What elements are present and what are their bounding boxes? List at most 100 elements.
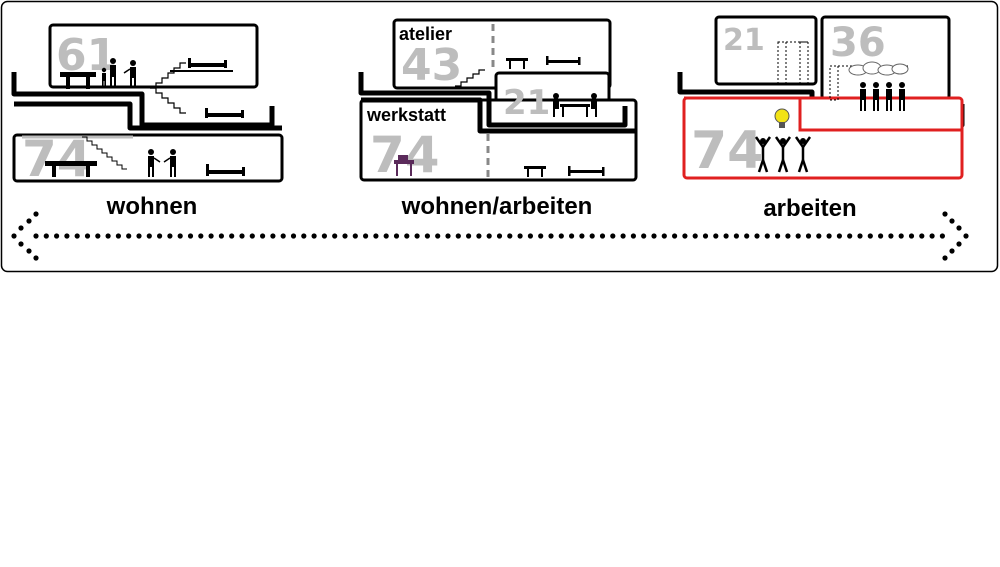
scaffold-icon [777,41,810,86]
arrow-dot [187,233,194,239]
arrow-dot [455,233,461,239]
table-icon [45,161,97,177]
section-wohnen-arbeiten: atelier 43 21 werkstatt 74 [358,18,638,220]
arrow-dot [383,233,389,239]
arbeiten-highlight-unit [682,96,964,180]
arrow-dot [239,233,245,239]
caption-arbeiten: arbeiten [763,195,856,222]
arrow-dot [64,233,70,239]
arrow-dot [157,233,163,239]
arrow-dot [486,233,492,239]
arrow-dot [682,233,688,239]
stair-icon [150,87,186,114]
arrow-dot [569,233,575,239]
arrow-dot [949,248,955,254]
arrow-dot [956,225,962,231]
caption-wohnen: wohnen [106,193,198,220]
bed-icon [568,166,605,176]
arrow-dot [301,233,307,239]
arrow-dot [878,233,884,239]
arrow-dot [321,233,327,239]
arrow-dot [764,233,770,239]
arrow-dot [115,233,121,239]
arrow-dot [672,233,678,239]
person-icon [110,58,116,86]
workbench-icon [394,155,414,176]
arrow-dot [74,233,80,239]
arrow-dot [963,233,969,239]
arbeiten-inner-slab [684,96,962,132]
table-icon [560,104,590,117]
arrow-dot [290,233,297,239]
arrow-dot [599,233,606,239]
arrow-dot [414,233,420,239]
arrow-dot [517,233,523,239]
arrow-dot [754,233,760,239]
arrow-dot [733,233,740,239]
arrow-dot [641,233,647,239]
arbeiten-upper-right-number: 36 [830,20,886,66]
arrow-dot [363,233,369,239]
arrow-dot [95,233,101,239]
person-icon [148,149,161,177]
arrow-dot [26,218,32,224]
person-icon [553,93,559,117]
arrow-dot [373,233,379,239]
section-arbeiten: 21 36 74 [677,15,965,222]
werkstatt-label: werkstatt [366,105,446,125]
arrow-dot [84,233,91,239]
arrow-dot [692,233,698,239]
arrow-dot [579,233,585,239]
arbeiten-lower-number: 74 [691,121,763,181]
arrow-dot [466,233,472,239]
person-icon [163,149,176,177]
arbeiten-upper-left-number: 21 [723,23,765,58]
bed-icon [188,58,227,68]
arrow-dot [939,233,946,239]
arrow-dot [208,233,214,239]
arbeiten-upper-left-unit [714,15,818,86]
person-cheering-icon [794,136,812,173]
arrow-dot [167,233,173,239]
table-icon [524,166,546,177]
wohnen-floor-slab [11,72,275,128]
arrow-dot [342,233,348,239]
arrow-dot [311,233,317,239]
arrow-dot [805,233,812,239]
arrow-dot [867,233,873,239]
arrow-dot [558,233,564,239]
arrow-dot [956,241,962,247]
arrow-icon [11,211,969,261]
arrow-dot [942,211,948,217]
arrow-dot [105,233,111,239]
arrow-dot [198,233,204,239]
arrow-dot [260,233,266,239]
arrow-dot [218,233,224,239]
wa-floor-slab [358,72,628,128]
arrow-dot [836,233,843,239]
arrow-dot [445,233,451,239]
arrow-dot [18,241,24,247]
arrow-dot [507,233,513,239]
arrow-dot [898,233,904,239]
arrow-dot [723,233,729,239]
arrow-dot [26,248,32,254]
arrow-dot [33,211,39,217]
arrow-dot [610,233,616,239]
werkstatt-unit [359,98,638,182]
middle-number: 21 [503,83,550,123]
arrow-dot [775,233,781,239]
arrow-dot [857,233,863,239]
arrow-dot [620,233,626,239]
arrow-dot [280,233,286,239]
person-group-icon [860,82,905,111]
arrow-dot [229,233,235,239]
stair-icon [150,62,186,89]
arrow-dot [146,233,152,239]
arrow-dot [538,233,544,239]
arrow-dot [589,233,595,239]
arrow-dot [785,233,791,239]
arrow-dot [795,233,801,239]
arrow-dot [744,233,750,239]
arrow-dot [33,233,39,239]
